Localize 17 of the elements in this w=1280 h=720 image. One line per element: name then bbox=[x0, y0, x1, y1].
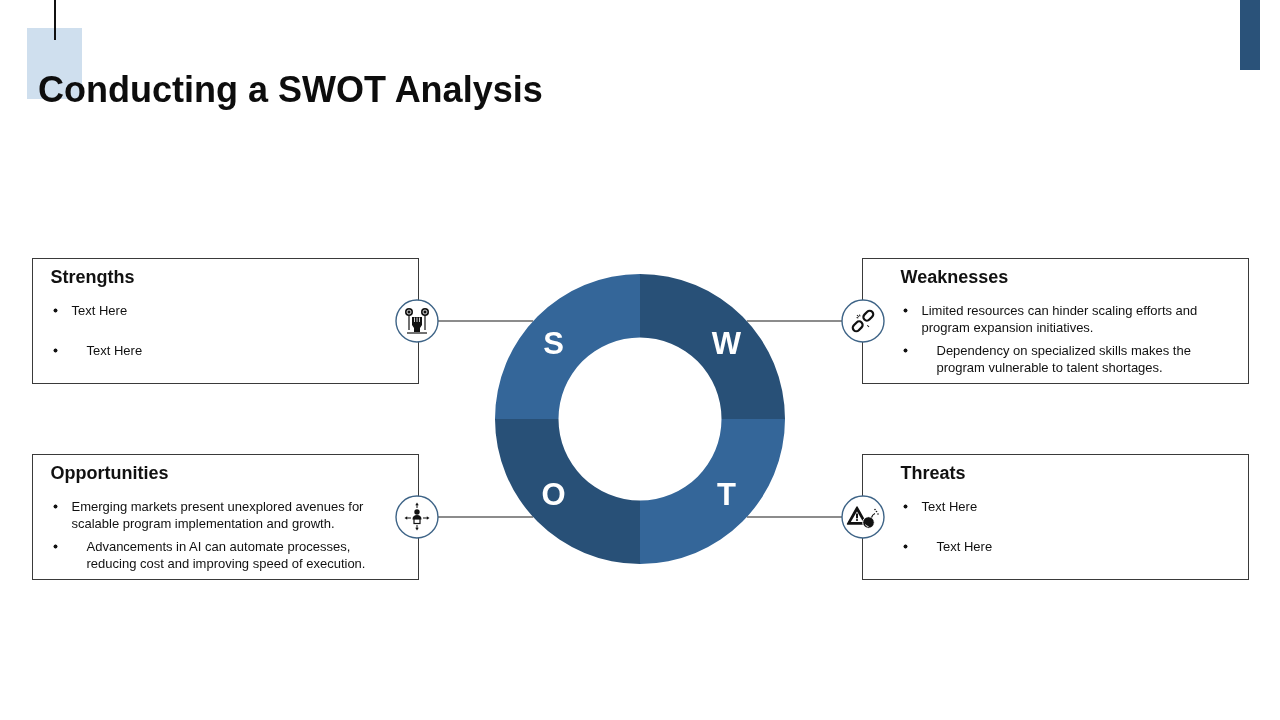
section-heading: Opportunities bbox=[50, 461, 169, 484]
section-heading: Weaknesses bbox=[900, 265, 1009, 288]
connector-line bbox=[437, 516, 534, 518]
section-heading: Strengths bbox=[50, 265, 135, 288]
connector-line bbox=[746, 320, 843, 322]
segment-letter: S bbox=[543, 327, 564, 360]
connector-line bbox=[746, 516, 843, 518]
connector-line bbox=[437, 320, 534, 322]
section-heading: Threats bbox=[900, 461, 966, 484]
segment-letter: T bbox=[717, 478, 736, 511]
segment-letter: O bbox=[541, 478, 566, 511]
slide-title: Conducting a SWOT Analysis bbox=[38, 72, 543, 108]
swot-panel bbox=[862, 258, 1249, 384]
swot-panel bbox=[32, 258, 419, 384]
swot-panel bbox=[32, 454, 419, 580]
swot-panel bbox=[862, 454, 1249, 580]
segment-letter: W bbox=[711, 327, 742, 360]
